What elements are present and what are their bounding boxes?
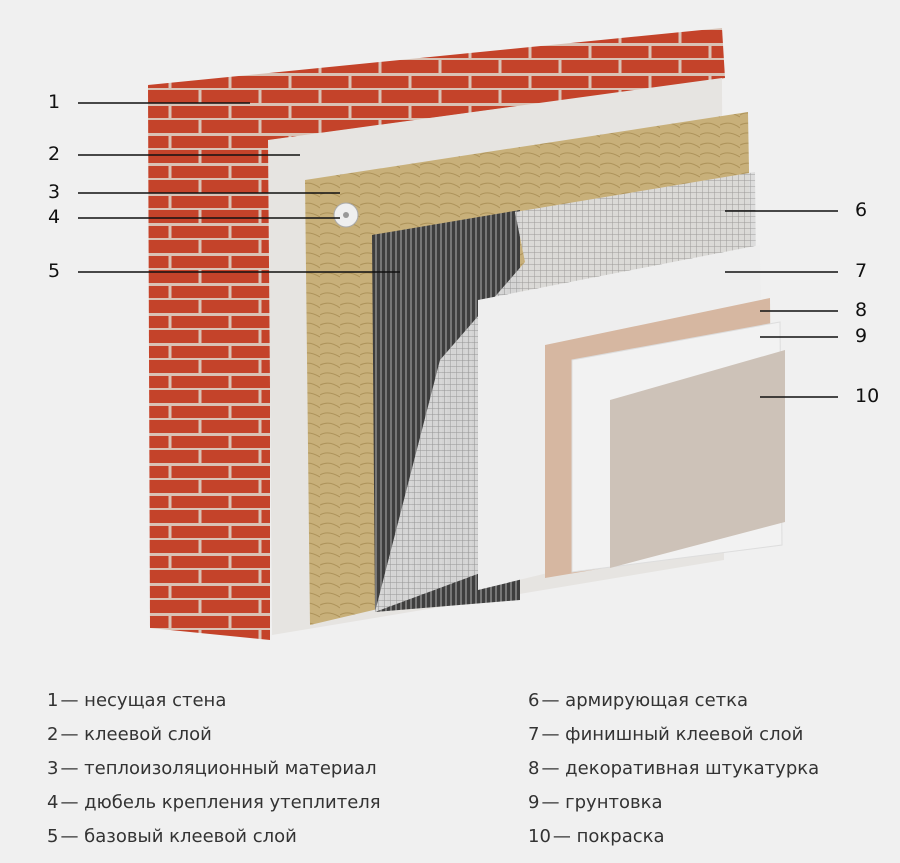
legend-num: 8 xyxy=(528,758,540,779)
legend-item: 9— грунтовка xyxy=(528,792,663,813)
callout-3: 3 xyxy=(48,181,61,203)
legend-text: — несущая стена xyxy=(60,690,227,711)
legend-item: 6— армирующая сетка xyxy=(528,690,748,711)
legend-text: — декоративная штукатурка xyxy=(541,758,820,779)
legend-item: 5— базовый клеевой слой xyxy=(47,826,297,847)
legend-text: — грунтовка xyxy=(541,792,663,813)
legend-num: 4 xyxy=(47,792,59,813)
legend-num: 5 xyxy=(47,826,59,847)
callout-8: 8 xyxy=(855,299,868,321)
legend-num: 9 xyxy=(528,792,540,813)
callout-1: 1 xyxy=(48,91,61,113)
legend-text: — финишный клеевой слой xyxy=(541,724,804,745)
legend-text: — покраска xyxy=(552,826,665,847)
legend-text: — базовый клеевой слой xyxy=(60,826,297,847)
layer-10-paint xyxy=(610,350,785,568)
legend-item: 10— покраска xyxy=(528,826,665,847)
legend-text: — дюбель крепления утеплителя xyxy=(60,792,381,813)
leader-lines xyxy=(78,102,838,398)
callout-2: 2 xyxy=(48,143,61,165)
callout-9: 9 xyxy=(855,325,868,347)
legend-item: 4— дюбель крепления утеплителя xyxy=(47,792,381,813)
layer-4-dowel xyxy=(333,202,359,228)
legend-num: 7 xyxy=(528,724,540,745)
wall-layers-diagram xyxy=(78,28,838,640)
legend-num: 1 xyxy=(47,690,59,711)
legend-item: 2— клеевой слой xyxy=(47,724,212,745)
legend-item: 7— финишный клеевой слой xyxy=(528,724,803,745)
legend-item: 1— несущая стена xyxy=(47,690,226,711)
legend-text: — армирующая сетка xyxy=(541,690,749,711)
legend-num: 2 xyxy=(47,724,59,745)
legend-num: 10 xyxy=(528,826,551,847)
legend-item: 8— декоративная штукатурка xyxy=(528,758,819,779)
callout-4: 4 xyxy=(48,206,61,228)
legend-num: 6 xyxy=(528,690,540,711)
callout-10: 10 xyxy=(855,385,880,407)
callout-7: 7 xyxy=(855,260,868,282)
legend-item: 3— теплоизоляционный материал xyxy=(47,758,377,779)
legend-text: — теплоизоляционный материал xyxy=(60,758,377,779)
legend-num: 3 xyxy=(47,758,59,779)
callout-5: 5 xyxy=(48,260,61,282)
layer-1-load-bearing-wall xyxy=(148,28,725,640)
legend-text: — клеевой слой xyxy=(60,724,212,745)
callout-6: 6 xyxy=(855,199,868,221)
